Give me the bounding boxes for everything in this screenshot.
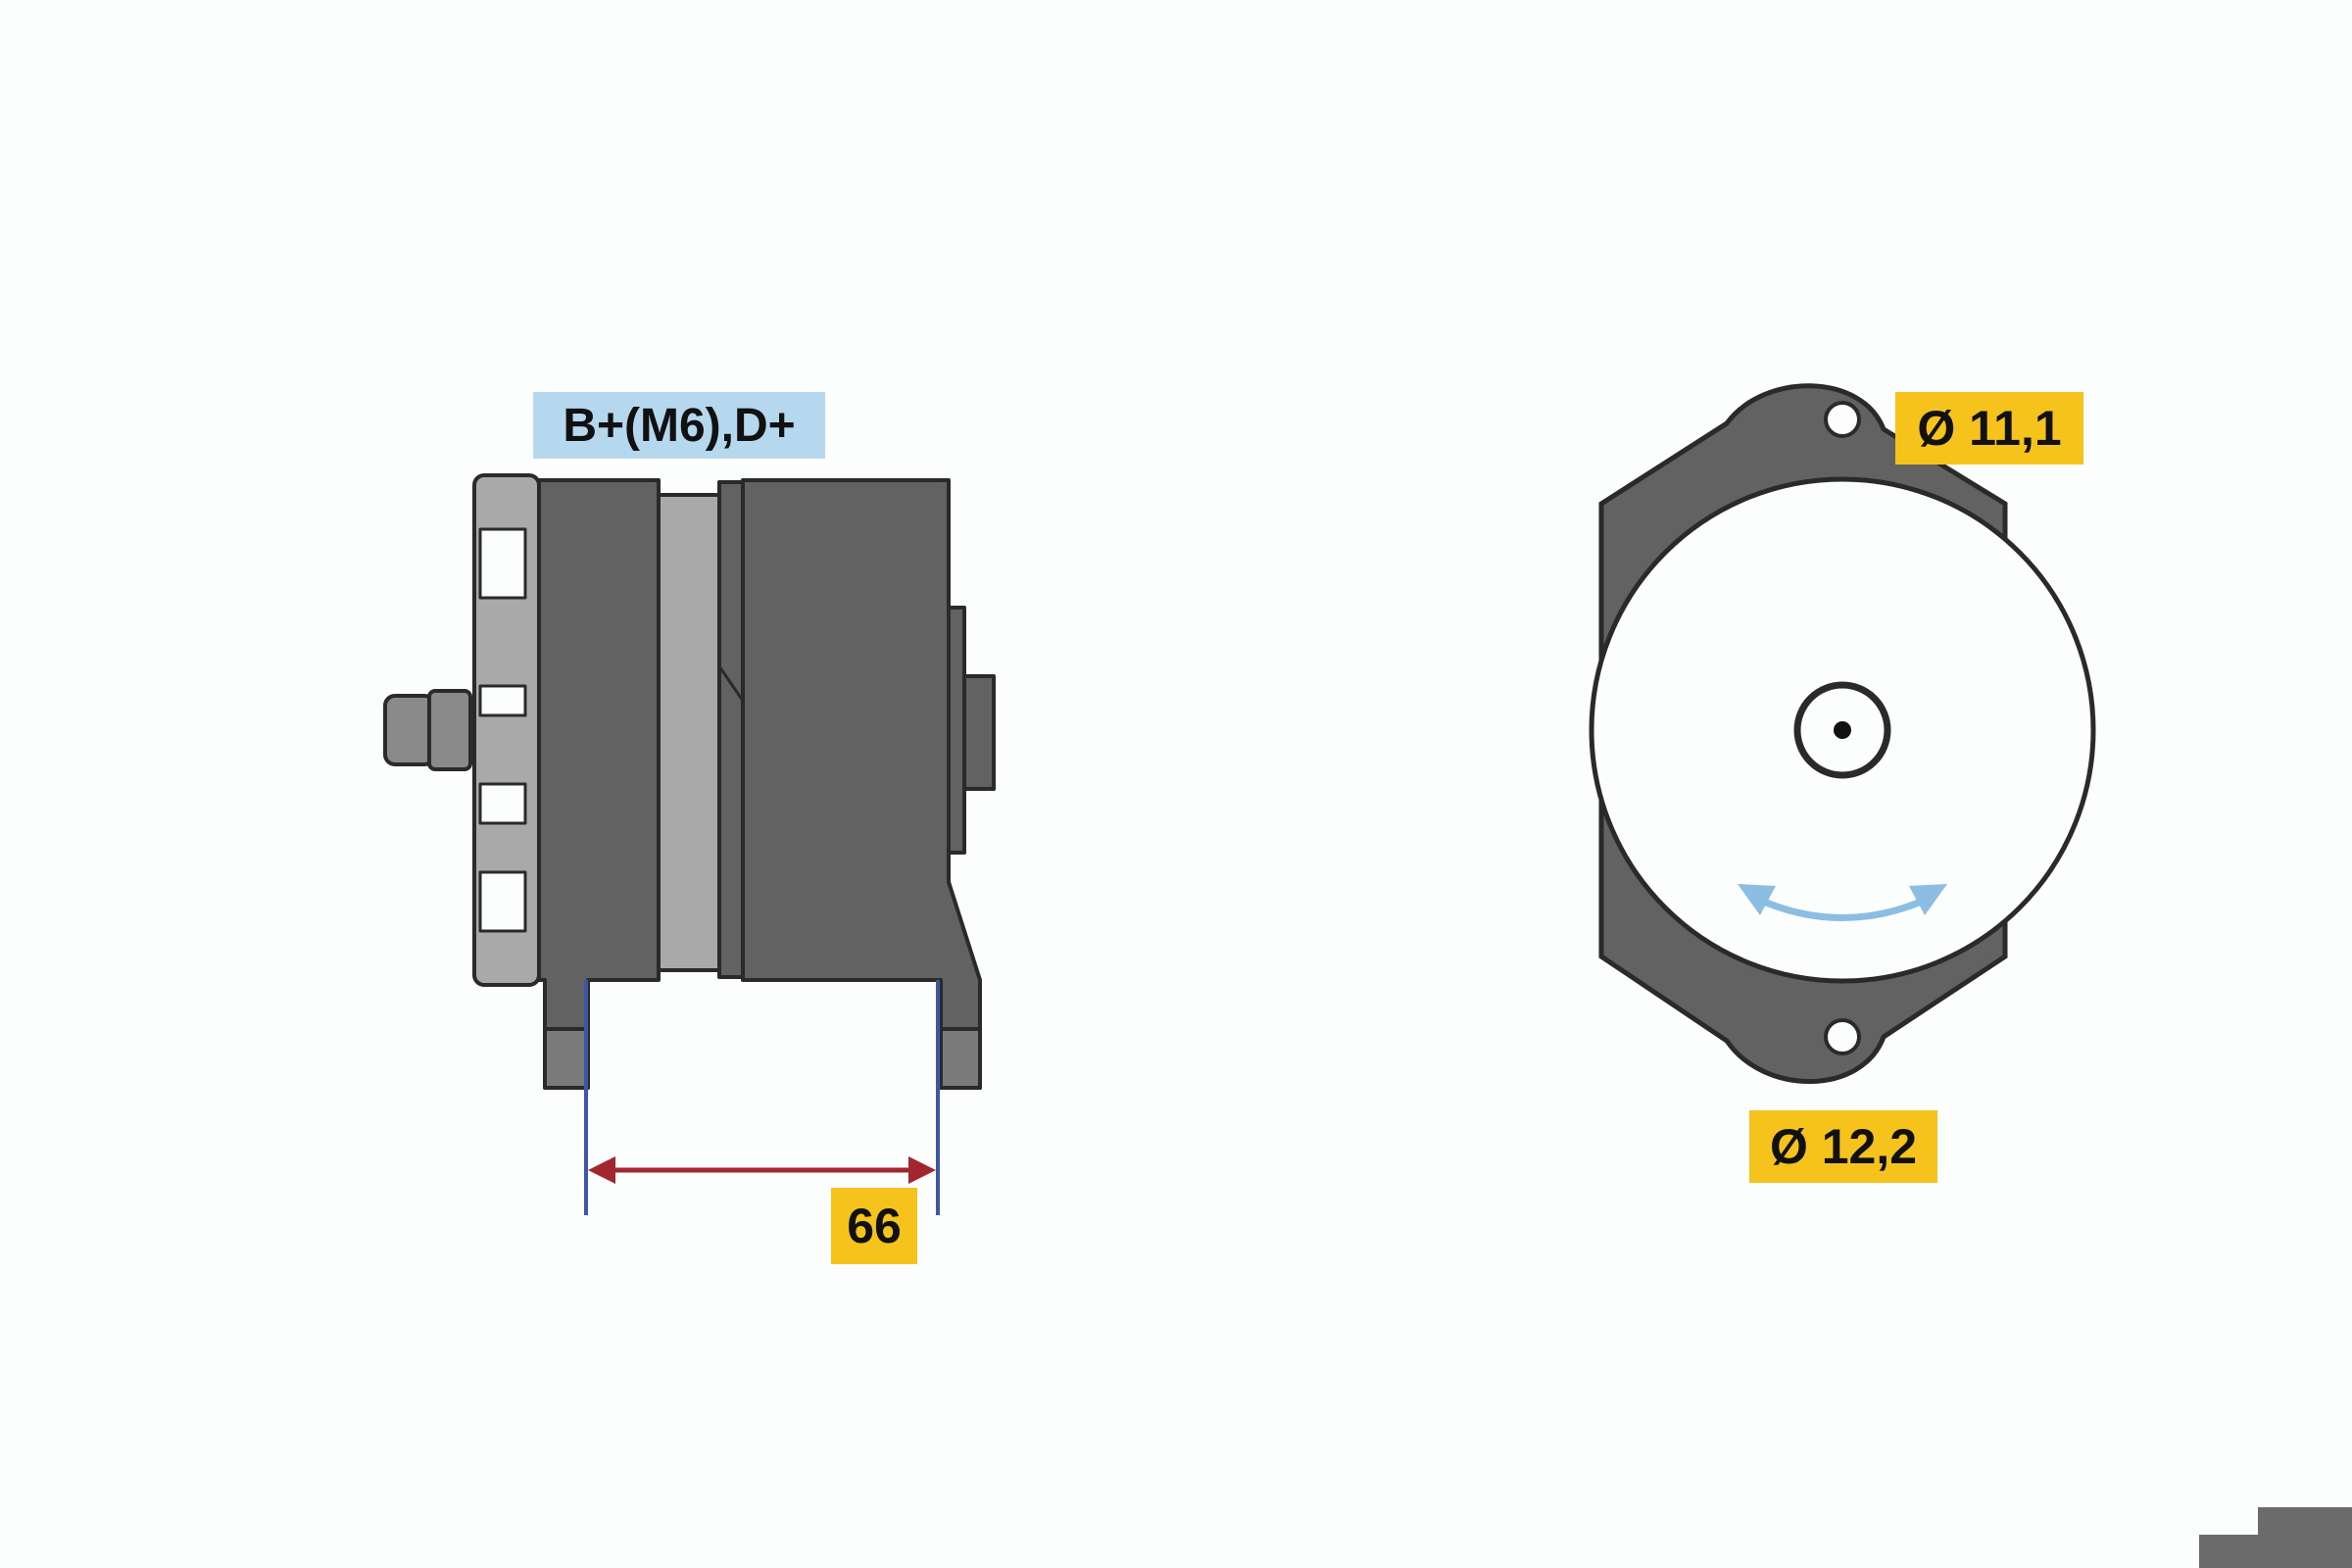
rotation-arc bbox=[1757, 896, 1928, 921]
alternator-side-view bbox=[383, 473, 996, 1090]
fan-slot bbox=[478, 870, 527, 933]
upper-mount-hole bbox=[1824, 401, 1861, 438]
terminals-label: B+(M6),D+ bbox=[533, 392, 825, 459]
alternator-front-view bbox=[1589, 383, 2096, 1084]
rear-housing bbox=[741, 478, 982, 1090]
fan-slot bbox=[478, 782, 527, 825]
mounting-distance-label: 66 bbox=[831, 1188, 917, 1264]
rear-terminal-block bbox=[962, 674, 996, 791]
rotation-arrow-icon bbox=[1738, 884, 1947, 921]
dimension-arrow-left bbox=[588, 1156, 615, 1184]
corner-block-step bbox=[2258, 1507, 2352, 1537]
shaft-center bbox=[1834, 721, 1851, 739]
upper-hole-diameter-label: Ø 11,1 bbox=[1895, 392, 2083, 465]
fan-slot bbox=[478, 527, 527, 600]
rear-boss bbox=[947, 606, 966, 855]
housing-seam bbox=[717, 665, 745, 702]
shaft-collar bbox=[427, 689, 472, 771]
lower-hole-diameter-label: Ø 12,2 bbox=[1749, 1110, 1937, 1183]
stator-band bbox=[657, 493, 721, 972]
mounting-distance-dimension bbox=[584, 980, 940, 1215]
corner-block bbox=[2199, 1535, 2352, 1568]
fan-slot bbox=[478, 684, 527, 717]
rotation-arrowhead-right bbox=[1909, 884, 1947, 915]
lower-mount-hole bbox=[1824, 1018, 1861, 1055]
rotation-arrowhead-left bbox=[1738, 884, 1776, 915]
dimension-arrow-right bbox=[908, 1156, 936, 1184]
front-housing bbox=[537, 478, 661, 1090]
shaft-nut bbox=[383, 694, 436, 766]
rear-foot bbox=[939, 1027, 982, 1090]
rear-housing-lip bbox=[717, 480, 745, 979]
front-foot bbox=[543, 1027, 590, 1090]
